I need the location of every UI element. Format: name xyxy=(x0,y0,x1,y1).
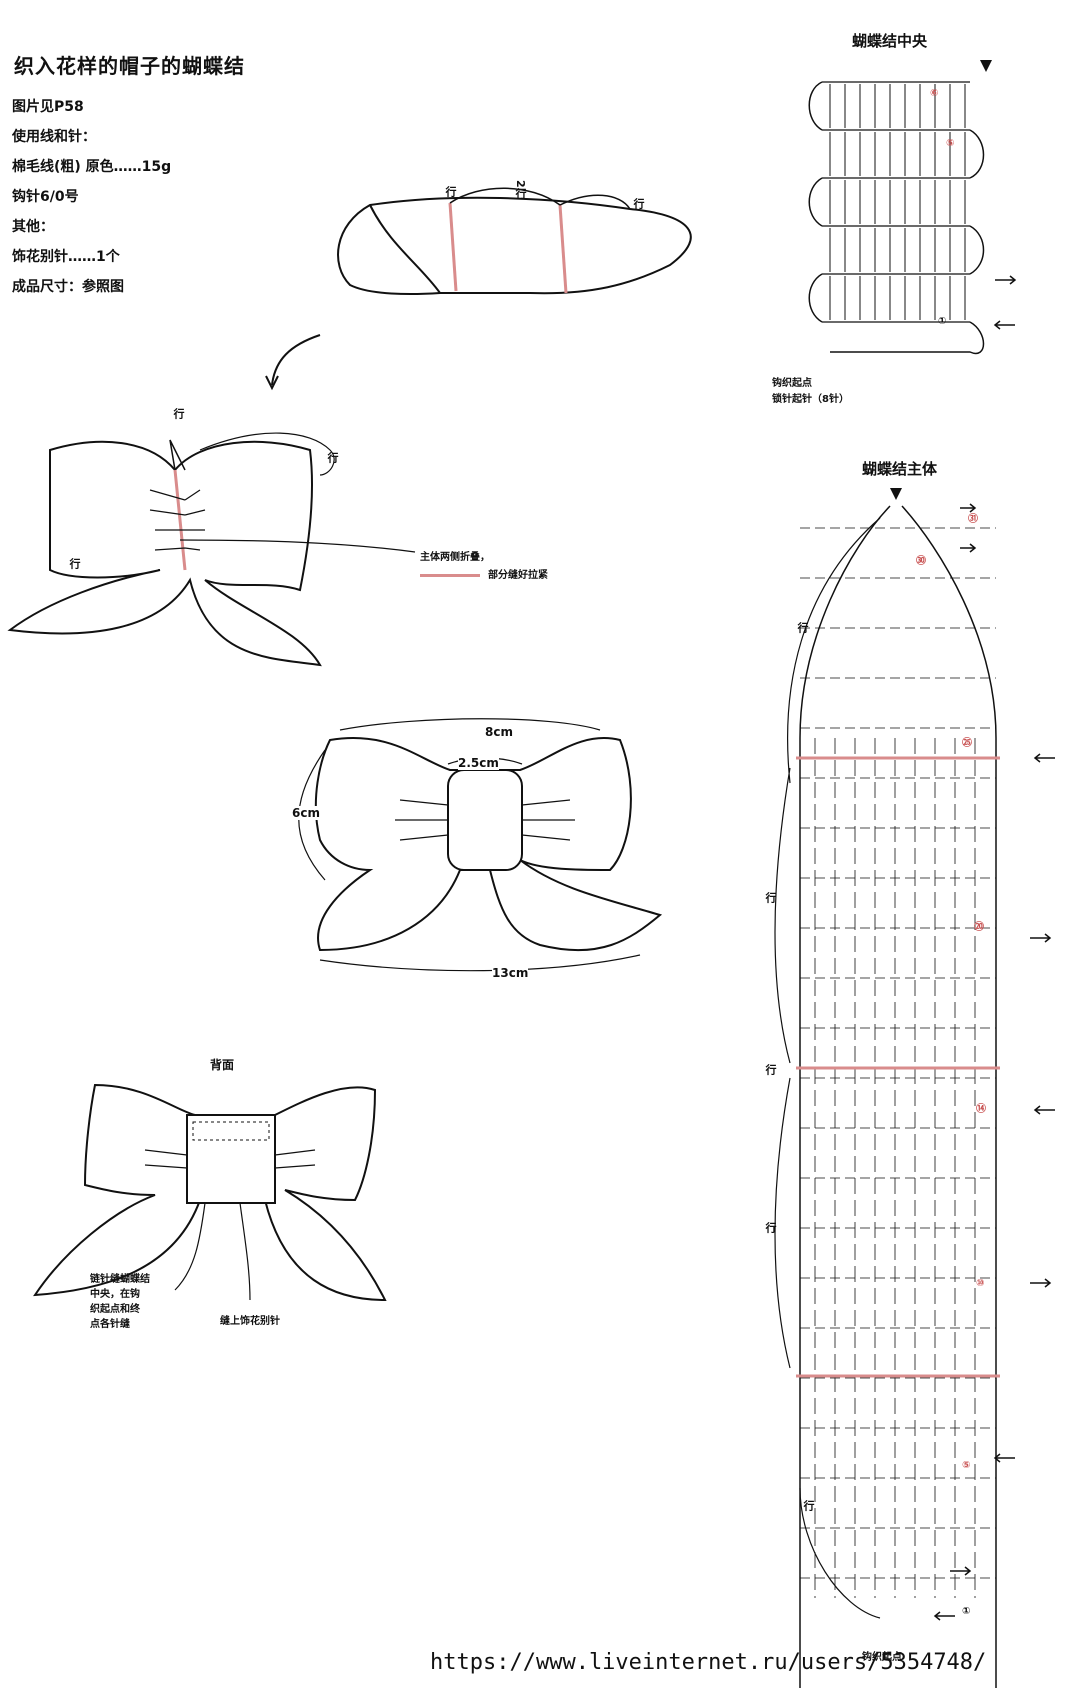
strip-row-label: 2行 xyxy=(514,180,527,199)
info-line: 棉毛线(粗) 原色……15g xyxy=(12,159,172,175)
info-line: 使用线和针： xyxy=(12,129,96,145)
info-line: 图片见P58 xyxy=(12,99,84,115)
main-row-mark: ⑩ xyxy=(976,1278,985,1289)
main-row-mark: ㉚ xyxy=(916,556,926,567)
back-left-note: 链针缝蝴蝶结 中央，在钩 织起点和终 点各针缝 xyxy=(90,1274,150,1330)
info-line: 饰花别针……1个 xyxy=(12,249,120,265)
bow-right-label: 行 xyxy=(326,452,339,463)
main-side-label: 行 xyxy=(802,1500,815,1511)
page-title: 织入花样的帽子的蝴蝶结 xyxy=(14,54,245,78)
step-arrow xyxy=(265,334,321,391)
main-side-label: 行 xyxy=(764,1064,777,1075)
strip-row-label: 行 xyxy=(632,198,645,209)
back-title: 背面 xyxy=(210,1058,235,1072)
fold-note: 主体两侧折叠， xyxy=(420,552,490,563)
bow-left-label: 行 xyxy=(68,558,81,569)
center-start-label: 钩织起点 xyxy=(772,378,812,389)
dim-center: 2.5cm xyxy=(458,756,499,770)
stitch-note: 部分缝好拉紧 xyxy=(488,570,548,581)
bow-top-label: 行 xyxy=(172,408,185,419)
step1-strip-drawing xyxy=(337,187,692,296)
center-start-sub: 锁针起针（8针） xyxy=(772,394,849,405)
main-chart xyxy=(774,488,1055,1688)
main-row-mark: ⑳ xyxy=(974,922,984,933)
center-row-mark: ⑤ xyxy=(946,138,955,149)
info-line: 其他： xyxy=(12,219,54,235)
dim-width-top: 8cm xyxy=(485,725,513,739)
main-row-mark: ㉕ xyxy=(962,738,972,749)
info-line: 钩针6/0号 xyxy=(12,189,79,205)
dim-width-bottom: 13cm xyxy=(492,966,529,980)
center-chart xyxy=(808,60,1017,355)
center-row-mark: ⑥ xyxy=(930,88,939,99)
main-side-label: 行 xyxy=(764,1222,777,1233)
main-side-label: 行 xyxy=(796,622,809,633)
main-row-mark: ① xyxy=(962,1606,971,1617)
main-row-mark: ⑤ xyxy=(962,1460,971,1471)
back-bow-drawing xyxy=(33,1083,387,1302)
materials-list: 图片见P58 使用线和针： 棉毛线(粗) 原色……15g 钩针6/0号 其他： … xyxy=(12,92,171,302)
step2-bow-drawing xyxy=(7,432,335,667)
leader-line xyxy=(179,539,416,553)
main-start-label: 钩织起点 xyxy=(862,1652,902,1663)
center-chart-title: 蝴蝶结中央 xyxy=(852,32,928,50)
finished-bow-drawing xyxy=(298,718,663,972)
main-chart-title: 蝴蝶结主体 xyxy=(862,460,938,478)
main-row-mark: ⑭ xyxy=(976,1104,986,1115)
source-url: https://www.liveinternet.ru/users/535474… xyxy=(430,1650,987,1675)
main-side-label: 行 xyxy=(764,892,777,903)
main-row-mark: ㉛ xyxy=(968,514,978,525)
info-line: 成品尺寸：参照图 xyxy=(12,279,124,295)
center-row-mark: ① xyxy=(938,316,947,327)
strip-row-label: 行 xyxy=(444,186,457,197)
red-line-legend xyxy=(420,574,480,577)
dim-height: 6cm xyxy=(292,806,320,820)
back-right-note: 缝上饰花别针 xyxy=(220,1316,280,1327)
